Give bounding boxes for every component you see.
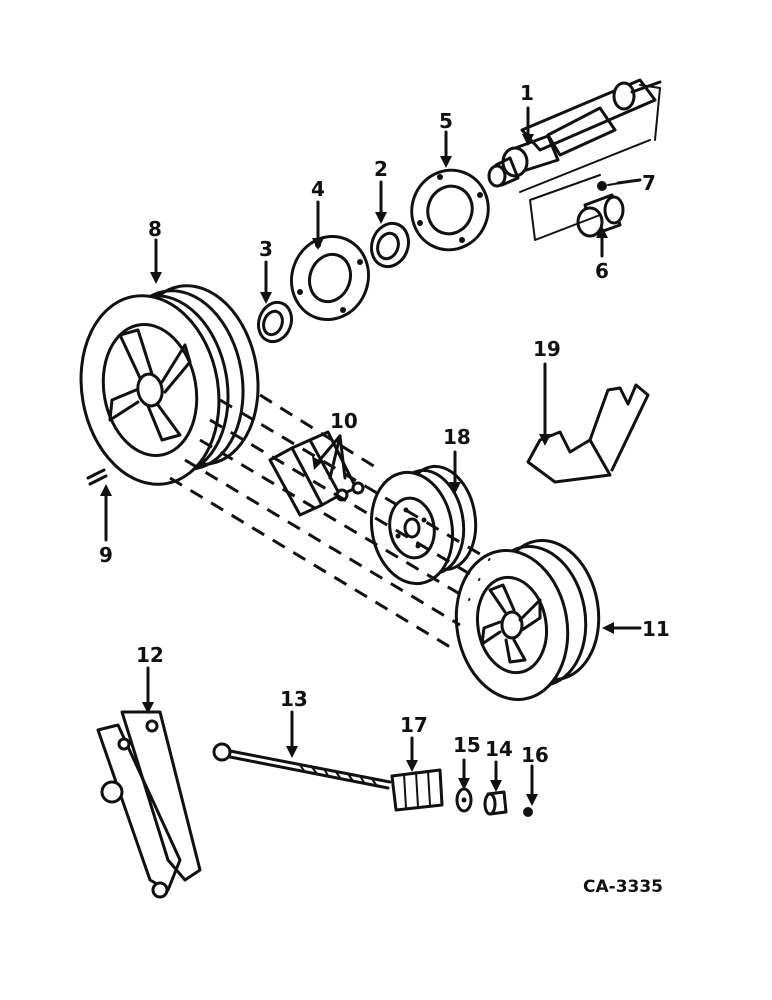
callout-10: 10	[330, 409, 358, 433]
callout-17: 17	[400, 713, 428, 737]
callout-13: 13	[280, 687, 308, 711]
part-3-seal	[256, 300, 294, 344]
callout-8: 8	[148, 217, 162, 241]
belt-lines	[169, 393, 491, 652]
callout-arrows	[100, 106, 642, 806]
callout-16: 16	[521, 743, 549, 767]
callout-14: 14	[485, 737, 513, 761]
part-5-flange	[410, 168, 490, 252]
part-1-shaft	[487, 78, 662, 193]
part-10-keys	[268, 430, 365, 517]
drawing-number: CA-3335	[583, 877, 663, 897]
callout-12: 12	[136, 643, 164, 667]
part-17-spring	[390, 768, 444, 812]
callout-11: 11	[642, 617, 670, 641]
callout-6: 6	[595, 259, 609, 283]
part-14-bushing	[483, 790, 508, 816]
part-2-bearing	[369, 221, 411, 269]
part-16-nut	[523, 807, 533, 817]
part-12-brackets	[96, 710, 202, 899]
callout-1: 1	[520, 81, 534, 105]
part-11-sheave	[454, 539, 601, 701]
callout-9: 9	[99, 543, 113, 567]
callout-7: 7	[642, 171, 656, 195]
part-13-rod	[212, 742, 392, 790]
callout-labels: 1 2 3 4 5 6 7 8 9 10 11 12 13 14 15 16 1…	[99, 81, 670, 897]
part-6-sleeve	[529, 174, 625, 241]
callout-5: 5	[439, 109, 453, 133]
part-9-key	[86, 468, 108, 486]
part-15-washer	[455, 787, 473, 813]
callout-19: 19	[533, 337, 561, 361]
part-4-flange	[290, 234, 370, 322]
callout-3: 3	[259, 237, 273, 261]
callout-18: 18	[443, 425, 471, 449]
callout-4: 4	[311, 177, 325, 201]
part-19-shield	[526, 383, 650, 484]
part-8-sheave	[79, 284, 260, 486]
callout-2: 2	[374, 157, 388, 181]
callout-15: 15	[453, 733, 481, 757]
